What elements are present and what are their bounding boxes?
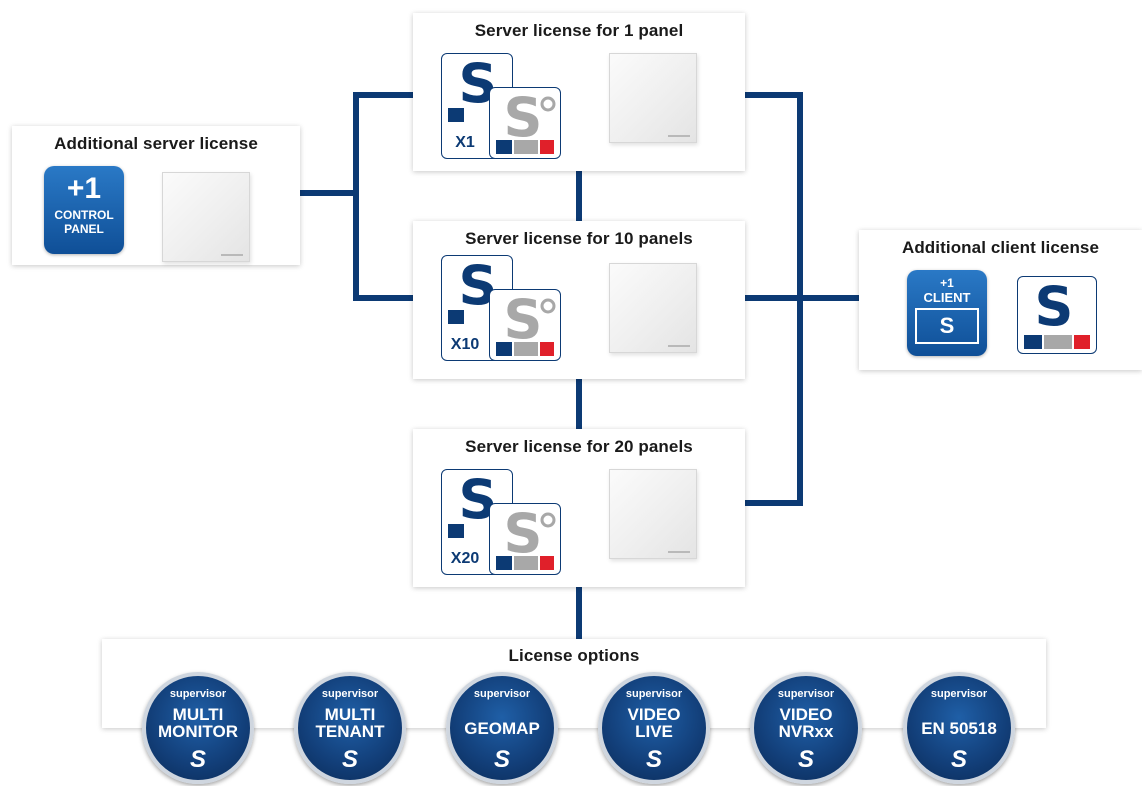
card-title: Server license for 1 panel [474,21,684,40]
s-mark: S [950,746,967,773]
connector [576,585,582,641]
connector [298,190,356,196]
s-mark: S [341,746,358,773]
multiplier-label: X20 [450,550,480,567]
connector [745,500,803,506]
connector [353,295,413,301]
server-panel-device [609,469,697,559]
svg-text:S: S [504,294,543,344]
multiplier-label: X1 [455,134,475,151]
server-license-10-card: Server license for 10 panels S X10 S [413,221,745,379]
option-line1: MULTI [172,705,224,724]
card-title: Additional client license [901,238,1100,257]
s-mark: S [797,746,814,773]
option-line1: EN 50518 [921,719,997,738]
server-gear-icon: S [489,289,561,361]
tile-line1: CONTROL [54,208,114,222]
svg-text:S: S [504,92,543,142]
client-s-icon: S [1017,276,1097,354]
option-line1: MULTI [324,705,376,724]
control-panel-device [162,172,250,262]
brand-label: supervisor [625,688,683,700]
connector [576,170,582,222]
option-line1: VIDEO [779,705,833,724]
option-line2: TENANT [315,722,385,741]
connector [353,92,413,98]
s-mark: S [645,746,662,773]
s-mark: S [189,746,206,773]
card-title: Server license for 10 panels [465,229,693,248]
server-panel-device [609,53,697,143]
connector [353,92,359,301]
plus-one-label: +1 [66,172,102,205]
brand-label: supervisor [169,688,227,700]
server-panel-device [609,263,697,353]
monitor-icon: S [915,308,979,344]
s-logo-icon: S [1035,281,1074,331]
client-label: CLIENT [923,290,971,305]
plus-one-client-tile: +1 CLIENT S [907,270,987,356]
option-line1: GEOMAP [464,719,540,738]
connector [576,377,582,429]
brand-label: supervisor [321,688,379,700]
option-line1: VIDEO [627,705,681,724]
s-mark: S [493,746,510,773]
brand-label: supervisor [930,688,988,700]
svg-text:S: S [504,508,543,558]
plus-one-label: +1 [940,276,954,290]
additional-server-license-card: Additional server license +1 CONTROL PAN… [12,126,300,265]
plus-one-control-panel-tile: +1 CONTROL PANEL [44,166,124,254]
brand-label: supervisor [777,688,835,700]
additional-client-license-card: Additional client license +1 CLIENT S S [859,230,1142,370]
card-title: Additional server license [54,134,258,153]
license-options-card: License options [102,639,1046,728]
option-en50518-icon: supervisor EN 50518 S [903,672,1015,784]
tile-line2: PANEL [64,222,104,236]
option-line2: MONITOR [158,722,238,741]
svg-text:S: S [1035,281,1074,331]
brand-label: supervisor [473,688,531,700]
connector [745,295,860,301]
option-line2: LIVE [635,722,673,741]
server-license-1-card: Server license for 1 panel S X1 S [413,13,745,171]
card-title: License options [508,646,640,665]
option-geomap-icon: supervisor GEOMAP S [446,672,558,784]
server-gear-icon: S [489,87,561,159]
server-license-20-card: Server license for 20 panels S X20 S [413,429,745,587]
card-title: Server license for 20 panels [465,437,693,456]
option-line2: NVRxx [778,722,834,741]
connector [745,92,803,98]
server-gear-icon: S [489,503,561,575]
multiplier-label: X10 [450,336,480,353]
